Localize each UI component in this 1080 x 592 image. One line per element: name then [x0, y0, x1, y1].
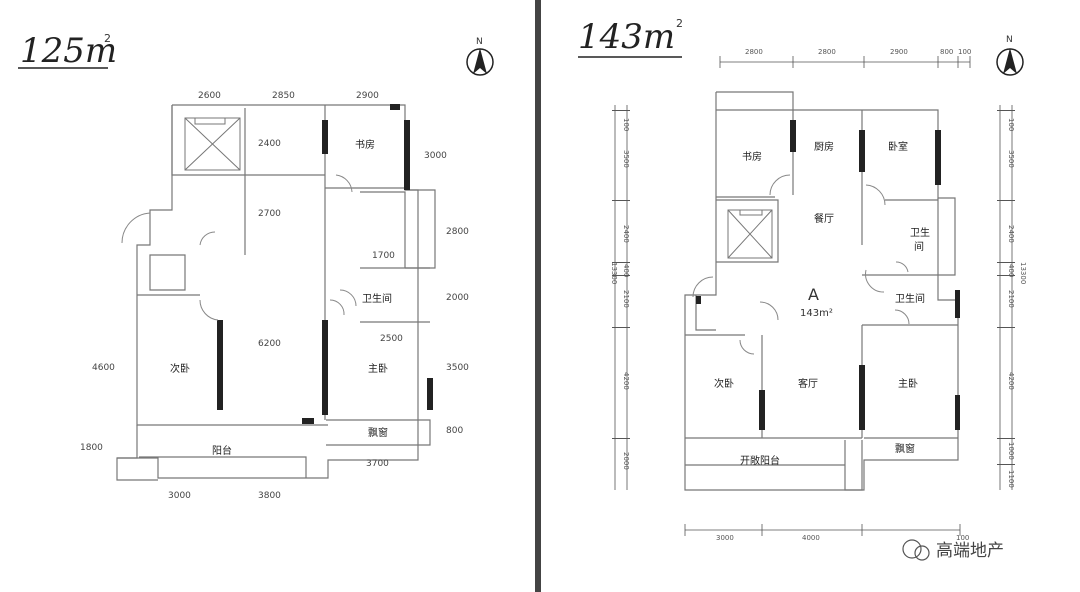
svg-text:3800: 3800 [258, 491, 281, 501]
svg-text:4200: 4200 [622, 372, 630, 390]
room-bathroom-143: 卫生间 [895, 292, 925, 305]
svg-text:100: 100 [622, 118, 630, 131]
svg-text:2000: 2000 [446, 293, 469, 303]
svg-text:2400: 2400 [1007, 225, 1015, 243]
room-kitchen: 厨房 [814, 140, 834, 153]
svg-text:N: N [1006, 35, 1013, 45]
svg-text:4000: 4000 [802, 534, 820, 542]
svg-text:2400: 2400 [622, 225, 630, 243]
svg-text:2900: 2900 [356, 91, 379, 101]
svg-text:2900: 2900 [890, 48, 908, 56]
svg-text:400: 400 [1007, 264, 1015, 277]
north-arrow-icon: N [996, 35, 1024, 76]
svg-text:3000: 3000 [716, 534, 734, 542]
plan-125: 125m 2 N [18, 31, 494, 501]
svg-text:2400: 2400 [258, 139, 281, 149]
svg-text:2700: 2700 [258, 209, 281, 219]
svg-text:高端地产: 高端地产 [936, 541, 1004, 561]
svg-text:4200: 4200 [1007, 372, 1015, 390]
room-bedroom: 卧室 [888, 140, 908, 153]
room-open-balcony: 开敞阳台 [740, 454, 780, 467]
room-second-bedroom: 次卧 [170, 362, 190, 375]
svg-text:800: 800 [446, 426, 463, 436]
room-second-bedroom-143: 次卧 [714, 377, 734, 390]
unit-label: A [808, 285, 819, 304]
svg-text:3000: 3000 [424, 151, 447, 161]
svg-text:2800: 2800 [818, 48, 836, 56]
svg-text:1800: 1800 [80, 443, 103, 453]
svg-text:2600: 2600 [198, 91, 221, 101]
svg-text:2800: 2800 [745, 48, 763, 56]
svg-text:400: 400 [622, 264, 630, 277]
area-sup-143: 2 [676, 17, 683, 30]
svg-text:1100: 1100 [1007, 470, 1015, 488]
room-master-bedroom: 主卧 [368, 362, 388, 375]
panel-divider [535, 0, 541, 592]
svg-text:100: 100 [1007, 118, 1015, 131]
room-bath-vertical-2: 间 [914, 240, 924, 253]
room-bay-window: 飘窗 [368, 426, 388, 439]
room-bath-vertical-1: 卫生 [910, 226, 930, 239]
svg-text:N: N [476, 37, 483, 47]
svg-text:13300: 13300 [610, 262, 618, 284]
area-title-143: 143m [578, 17, 675, 57]
svg-text:2100: 2100 [1007, 290, 1015, 308]
svg-text:100: 100 [958, 48, 971, 56]
svg-text:2000: 2000 [622, 452, 630, 470]
room-bathroom: 卫生间 [362, 292, 392, 305]
svg-text:3500: 3500 [1007, 150, 1015, 168]
north-arrow-icon: N [466, 37, 494, 76]
svg-text:1700: 1700 [372, 251, 395, 261]
area-title-125: 125m [20, 31, 117, 71]
plan-143: 143m 2 N [578, 17, 1027, 542]
svg-text:3000: 3000 [168, 491, 191, 501]
svg-text:2500: 2500 [380, 334, 403, 344]
room-bay-window-143: 飘窗 [895, 442, 915, 455]
svg-text:100: 100 [956, 534, 969, 542]
svg-text:2100: 2100 [622, 290, 630, 308]
svg-text:6200: 6200 [258, 339, 281, 349]
svg-text:1000: 1000 [1007, 442, 1015, 460]
watermark: 高端地产 [902, 539, 1004, 561]
svg-text:3500: 3500 [446, 363, 469, 373]
room-living: 客厅 [798, 377, 818, 390]
room-study-143: 书房 [742, 150, 762, 163]
svg-text:3700: 3700 [366, 459, 389, 469]
room-master-bedroom-143: 主卧 [898, 377, 918, 390]
room-balcony: 阳台 [212, 444, 232, 457]
room-study: 书房 [355, 138, 375, 151]
svg-text:800: 800 [940, 48, 953, 56]
svg-text:4600: 4600 [92, 363, 115, 373]
area-sup-125: 2 [104, 32, 111, 45]
svg-text:13300: 13300 [1019, 262, 1027, 284]
room-dining: 餐厅 [814, 212, 834, 225]
svg-text:2800: 2800 [446, 227, 469, 237]
unit-area: 143m² [800, 308, 833, 319]
wechat-icon [902, 539, 922, 559]
svg-text:2850: 2850 [272, 91, 295, 101]
svg-text:3500: 3500 [622, 150, 630, 168]
